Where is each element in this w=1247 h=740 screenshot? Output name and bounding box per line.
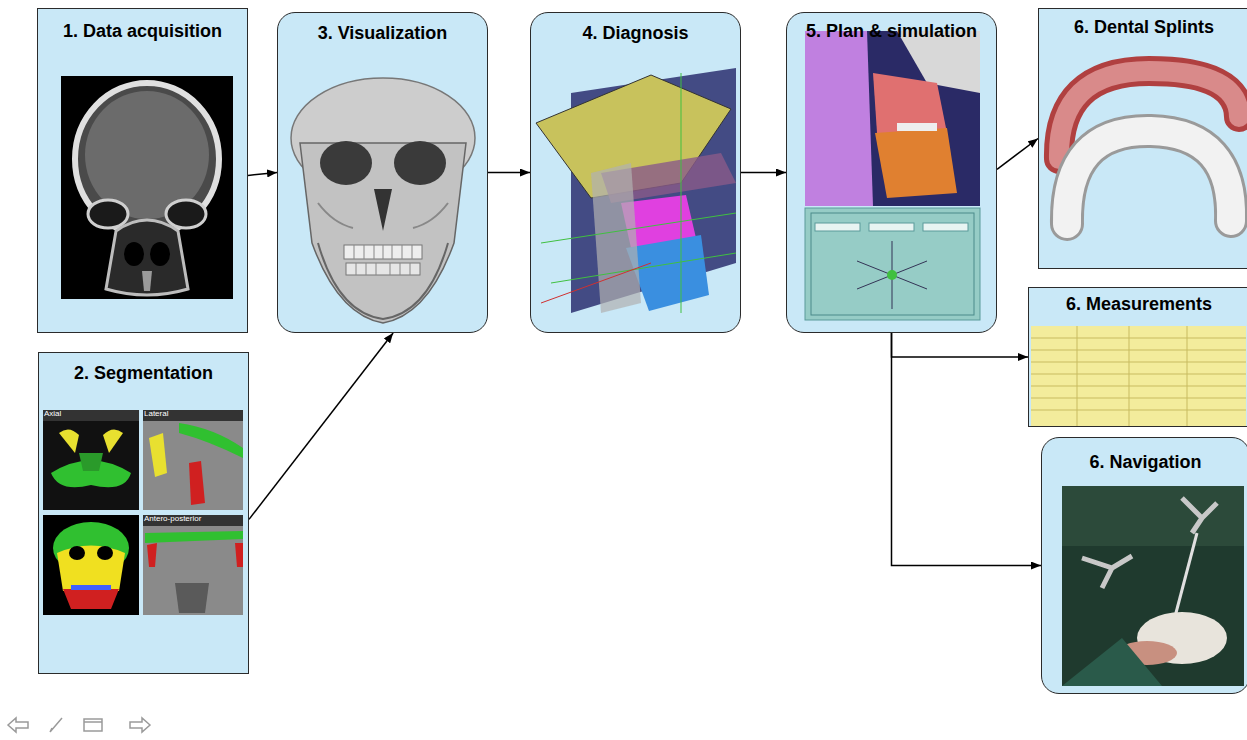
process-box: 6. Navigation: [1041, 437, 1247, 694]
process-box: 4. Diagnosis: [530, 12, 741, 333]
step-heading: 4. Diagnosis: [582, 23, 688, 45]
process-box: 5. Plan & simulation: [786, 12, 997, 333]
view-label: Axial: [44, 410, 61, 419]
flow-arrow: [997, 139, 1038, 170]
flow-arrow: [741, 172, 786, 174]
flow-arrow: [249, 333, 393, 519]
dental-splints: [1039, 9, 1247, 270]
process-box: 2. Segmentation: [38, 352, 249, 674]
step-heading: 1. Data acquisition: [63, 21, 222, 43]
nav-icons: [0, 708, 200, 740]
step-heading: 2. Segmentation: [74, 363, 213, 385]
nav-icon-group: [8, 718, 150, 732]
view-label: Antero-posterior: [144, 515, 201, 524]
step-heading: 6. Dental Splints: [1074, 17, 1214, 39]
planning-screenshot: [787, 13, 998, 334]
process-box: 1. Data acquisition: [37, 8, 248, 333]
step-heading: 6. Measurements: [1066, 294, 1212, 316]
step-heading: 5. Plan & simulation: [806, 21, 977, 43]
process-box: 6. Measurements: [1028, 287, 1247, 427]
view-label: Lateral: [144, 410, 168, 419]
step-heading: 3. Visualization: [318, 23, 448, 45]
diagnosis-model: [531, 13, 742, 334]
flow-arrow: [892, 333, 1042, 566]
flow-arrow: [248, 173, 277, 176]
skull-render: [278, 13, 489, 334]
flow-arrow: [892, 333, 1029, 357]
ct-scan-image: [38, 9, 249, 334]
segmentation-panels: [39, 353, 250, 675]
process-box: 6. Dental Splints: [1038, 8, 1247, 269]
navigation-photo: [1042, 438, 1247, 695]
process-box: 3. Visualization: [277, 12, 488, 333]
flow-arrow: [488, 172, 530, 174]
step-heading: 6. Navigation: [1089, 452, 1201, 474]
